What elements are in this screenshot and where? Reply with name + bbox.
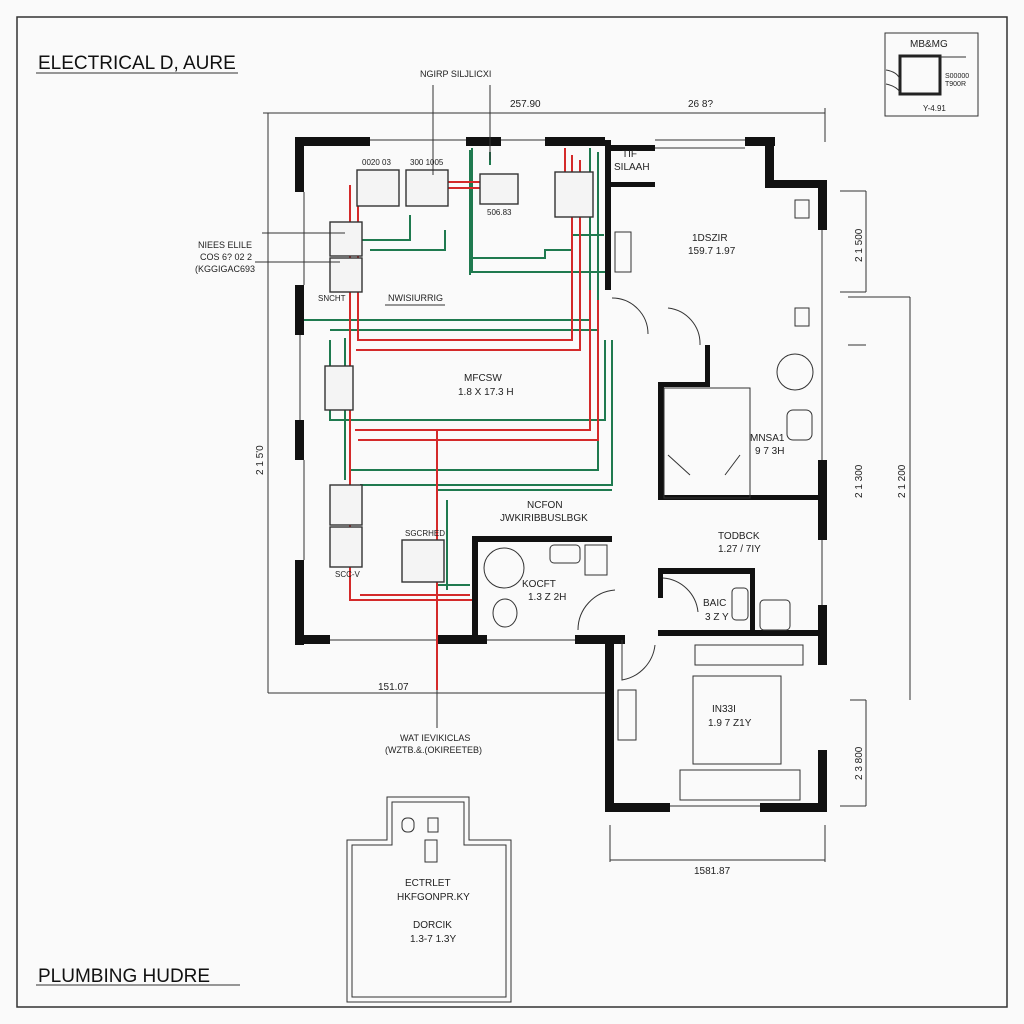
room-name: MFCSW xyxy=(464,373,502,384)
sink-icon xyxy=(483,547,525,589)
junction-box xyxy=(356,169,400,207)
junction-box xyxy=(405,169,449,207)
room-size: SILAAH xyxy=(614,162,650,173)
key-plan: MB&MG S00000 T900R Y-4.91 xyxy=(884,32,979,117)
dimension-label: 2 1 5'0 xyxy=(255,445,266,475)
dimension-label: 2 1 500 xyxy=(854,228,865,262)
room-name: DORCIK xyxy=(413,920,452,931)
outbuilding xyxy=(346,796,512,1003)
device-label: 0020 03 xyxy=(362,158,391,167)
callouts: NGIRP SILJLICXI NIEES ELILE COS 6? 02 2 … xyxy=(195,69,491,755)
junction-box xyxy=(554,171,594,218)
room-size: 1.8 X 17.3 H xyxy=(458,387,514,398)
device-label: 300 1005 xyxy=(410,158,444,167)
junction-box xyxy=(329,257,363,293)
room-name: IN33I xyxy=(712,704,736,715)
electrical-panels: 0020 03 300 1005 506.83 SNCHT NWISIURRIG… xyxy=(318,158,594,583)
key-plan-title: MB&MG xyxy=(910,39,948,50)
room-labels: MFCSW 1.8 X 17.3 H NCFON JWKIRIBBUSLBGK … xyxy=(397,149,785,945)
dimension-label: 26 8? xyxy=(688,99,713,110)
junction-box xyxy=(401,539,445,583)
room-size: HKFGONPR.KY xyxy=(397,892,470,903)
water-callout: WAT IEVIKICLAS xyxy=(400,733,470,743)
device-label: 506.83 xyxy=(487,208,512,217)
walls xyxy=(295,137,827,812)
dimension-label: 2 1 200 xyxy=(897,464,908,498)
junction-box xyxy=(329,484,363,526)
dimension-lines: 257.90 26 8? 2 1 5'0 151.07 2 1 500 2 1 … xyxy=(255,99,911,877)
electrical-title: ELECTRICAL D, AURE xyxy=(38,53,236,74)
outlet-icon xyxy=(794,307,810,327)
dimension-label: 1581.87 xyxy=(694,866,731,877)
room-name: TODBCK xyxy=(718,531,760,542)
dimension-label: 2 3 800 xyxy=(854,746,865,780)
junction-box xyxy=(329,526,363,568)
sheet-border xyxy=(16,16,1008,1008)
panel-callout: NGIRP SILJLICXI xyxy=(420,69,491,79)
room-name: 1DSZIR xyxy=(692,233,728,244)
room-size: 1.3 Z 2H xyxy=(528,592,566,603)
fixtures xyxy=(299,139,823,807)
room-name: MNSA1 xyxy=(750,433,785,444)
device-label: SCC-V xyxy=(335,570,361,579)
room-name: TIF xyxy=(622,149,637,160)
outlet-icon xyxy=(794,199,810,219)
room-name: BAIC xyxy=(703,598,726,609)
key-plan-line: Y-4.91 xyxy=(923,104,946,113)
device-label: SNCHT xyxy=(318,294,346,303)
panel-callout: COS 6? 02 2 xyxy=(200,252,252,262)
room-size: JWKIRIBBUSLBGK xyxy=(500,513,588,524)
wiring-label: NWISIURRIG xyxy=(388,293,443,303)
room-size: 1.27 / 7IY xyxy=(718,544,761,555)
room-size: 159.7 1.97 xyxy=(688,246,736,257)
room-name: KOCFT xyxy=(522,579,556,590)
room-size: 3 Z Y xyxy=(705,612,729,623)
junction-box xyxy=(479,173,519,205)
panel-callout: NIEES ELILE xyxy=(198,240,252,250)
water-callout: (WZTB.&.(OKIREETEB) xyxy=(385,745,482,755)
room-name: ECTRLET xyxy=(405,878,451,889)
junction-box xyxy=(324,365,354,411)
room-size: 1.9 7 Z1Y xyxy=(708,718,752,729)
dimension-label: 257.90 xyxy=(510,99,541,110)
device-label: SGCRHED xyxy=(405,529,445,538)
sink-icon xyxy=(776,353,814,391)
junction-box xyxy=(329,221,363,257)
toilet-icon xyxy=(492,598,518,628)
toilet-icon xyxy=(786,409,813,441)
room-name: NCFON xyxy=(527,500,563,511)
dimension-label: 2 1 300 xyxy=(854,464,865,498)
bed-icon xyxy=(692,675,782,765)
dimension-label: 151.07 xyxy=(378,682,409,693)
room-size: 1.3-7 1.3Y xyxy=(410,934,456,945)
panel-callout: (KGGIGAC693 xyxy=(195,264,255,274)
plumbing-title: PLUMBING HUDRE xyxy=(38,966,210,987)
room-size: 9 7 3H xyxy=(755,446,784,457)
key-plan-line: T900R xyxy=(945,81,966,88)
key-plan-line: S00000 xyxy=(945,73,969,80)
